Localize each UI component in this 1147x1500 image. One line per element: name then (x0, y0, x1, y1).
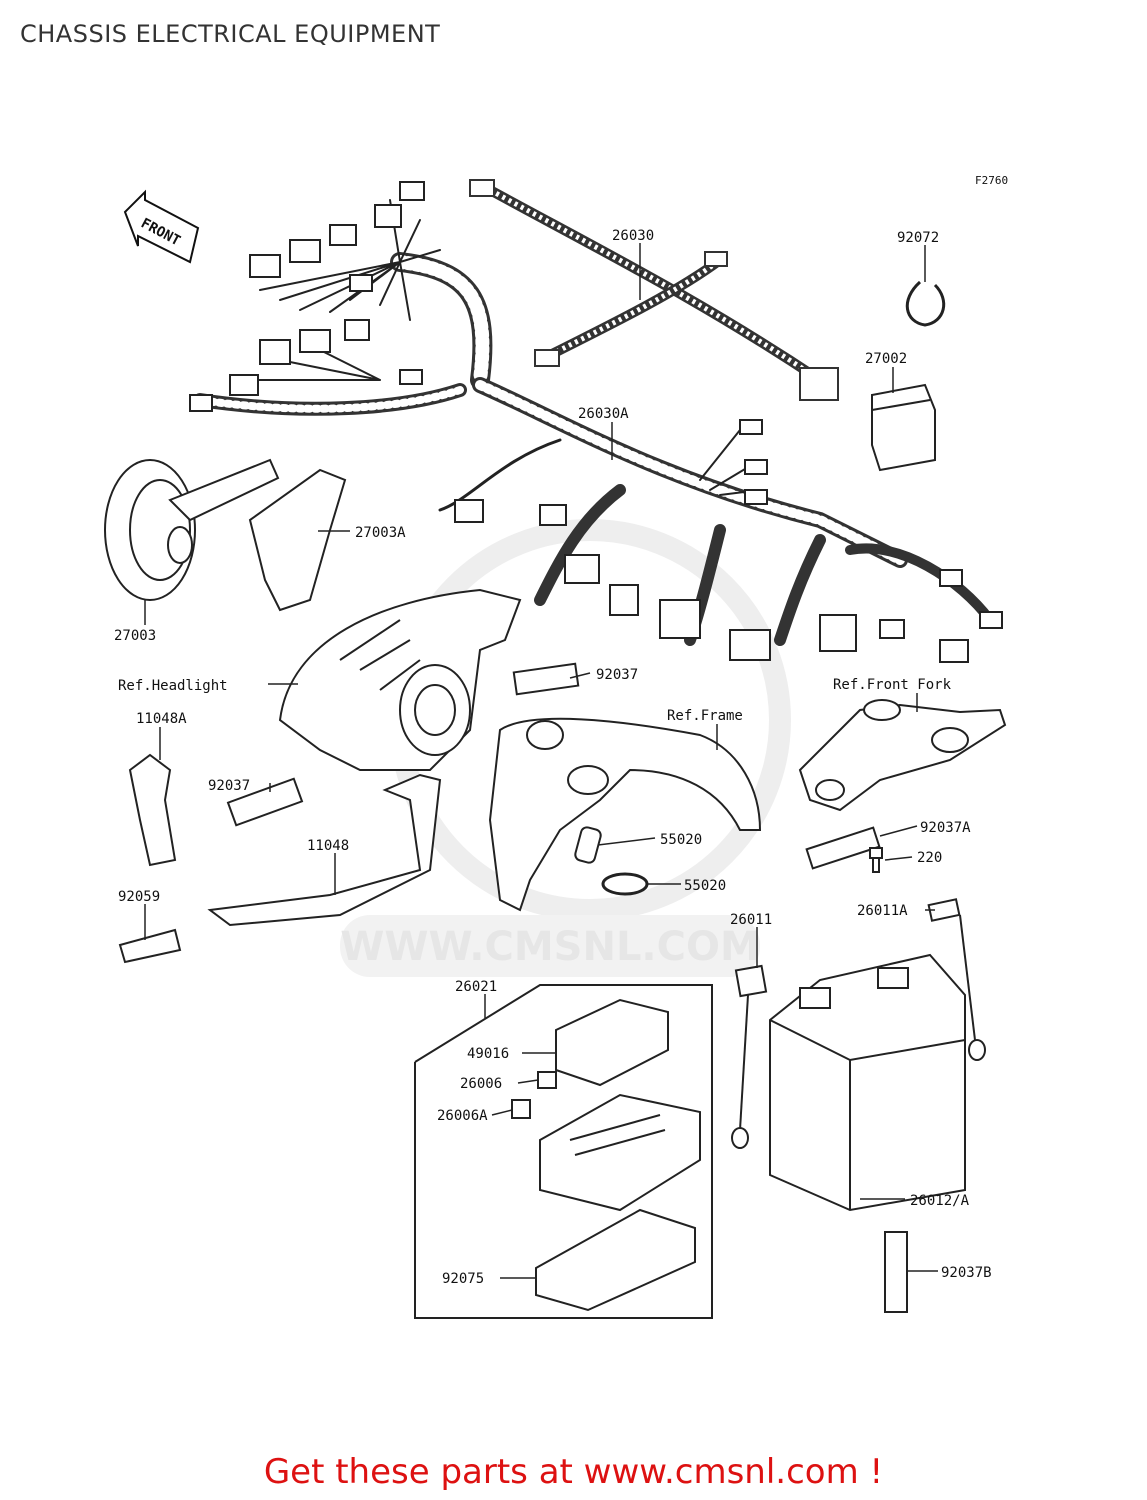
grommet-55020-b (601, 872, 649, 896)
callout-55020-a: 55020 (660, 832, 702, 848)
callout-ref-frame: Ref.Frame (667, 708, 743, 724)
fuse-box-body (539, 1093, 701, 1212)
callout-92037-left: 92037 (208, 778, 250, 794)
front-arrow-icon: FRONT (123, 189, 200, 264)
grommet-55020-a (574, 826, 602, 864)
bracket-11048A (128, 753, 177, 867)
callout-11048: 11048 (307, 838, 349, 854)
callout-27002: 27002 (865, 351, 907, 367)
bolt-220 (869, 847, 883, 873)
fuse-cover-49016 (555, 998, 669, 1087)
callout-92037B: 92037B (941, 1265, 992, 1281)
sub-harness-26030 (469, 179, 839, 401)
callout-26011: 26011 (730, 912, 772, 928)
callout-92037-top: 92037 (596, 667, 638, 683)
callout-26006A: 26006A (437, 1108, 488, 1124)
callout-26030A: 26030A (578, 406, 629, 422)
callout-92059: 92059 (118, 889, 160, 905)
band-92037A (805, 826, 881, 870)
pad-92059 (118, 928, 182, 964)
front-fork-bracket (798, 699, 1007, 812)
callout-11048A: 11048A (136, 711, 187, 727)
horn-27003 (104, 458, 280, 601)
clamp-92072 (905, 280, 946, 327)
watermark-text: WWW.CMSNL.COM (340, 924, 760, 970)
band-92037B (884, 1231, 908, 1313)
fuse-box-group-26021 (414, 984, 713, 1319)
harness-connectors (189, 181, 1003, 663)
callout-27003: 27003 (114, 628, 156, 644)
callout-ref-headlight: Ref.Headlight (118, 678, 228, 694)
fuse-cover-92075 (535, 1208, 696, 1312)
relay-27002 (871, 383, 936, 472)
callout-26021: 26021 (455, 979, 497, 995)
figure-code: F2760 (975, 174, 1008, 187)
headlight-assembly (278, 588, 522, 771)
callout-26030: 26030 (612, 228, 654, 244)
callout-26006: 26006 (460, 1076, 502, 1092)
battery-26012 (769, 953, 966, 1212)
callout-92072: 92072 (897, 230, 939, 246)
page-title: CHASSIS ELECTRICAL EQUIPMENT (20, 20, 441, 48)
bracket-27003A (248, 468, 347, 612)
callout-26012A: 26012/A (910, 1193, 970, 1209)
callout-55020-b: 55020 (684, 878, 726, 894)
band-92037-left (226, 777, 304, 827)
callout-92075: 92075 (442, 1271, 484, 1287)
battery-cable-26011 (731, 964, 768, 1149)
callout-27003A: 27003A (355, 525, 406, 541)
footer-banner-link[interactable]: Get these parts at www.cmsnl.com ! (263, 1452, 884, 1492)
callout-26011A: 26011A (857, 903, 908, 919)
callout-49016: 49016 (467, 1046, 509, 1062)
callout-92037A: 92037A (920, 820, 971, 836)
fuse-26006 (537, 1071, 557, 1089)
leader-lines (144, 243, 938, 1279)
bracket-11048 (207, 773, 442, 927)
battery-cable-26011A (927, 898, 986, 1061)
frame-outline (488, 717, 762, 912)
callout-ref-front-fork: Ref.Front Fork (833, 677, 952, 693)
fuse-26006A (511, 1099, 531, 1119)
band-92037-top (512, 662, 580, 696)
callout-220: 220 (917, 850, 942, 866)
